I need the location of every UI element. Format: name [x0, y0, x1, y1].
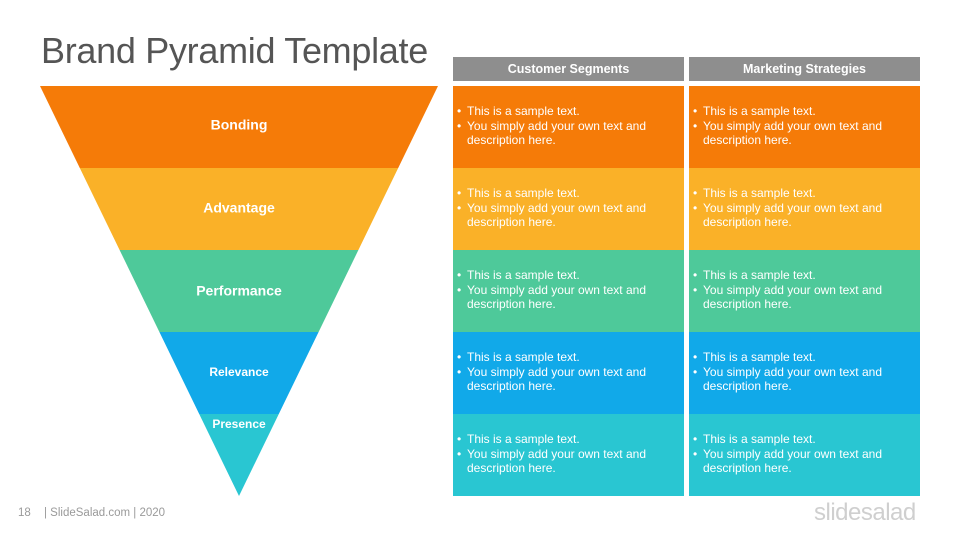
page-title: Brand Pyramid Template: [41, 30, 428, 71]
bullet-item: You simply add your own text and descrip…: [457, 283, 678, 312]
bullet-list: This is a sample text.You simply add you…: [689, 414, 920, 476]
bullet-list: This is a sample text.You simply add you…: [689, 250, 920, 312]
bullet-item: This is a sample text.: [693, 104, 914, 119]
footer: 18 | SlideSalad.com | 2020: [18, 507, 165, 519]
funnel-level-advantage: [79, 168, 399, 250]
table-cell: This is a sample text.You simply add you…: [453, 414, 684, 496]
brand-logo: slidesalad: [814, 499, 916, 526]
column-header-marketing-strategies: Marketing Strategies: [689, 57, 920, 81]
bullet-item: This is a sample text.: [693, 186, 914, 201]
funnel-label-presence: Presence: [212, 417, 266, 431]
funnel-level-bonding: [40, 86, 438, 168]
bullet-list: This is a sample text.You simply add you…: [689, 86, 920, 148]
funnel-label-advantage: Advantage: [203, 200, 275, 216]
bullet-item: You simply add your own text and descrip…: [693, 365, 914, 394]
funnel-level-relevance: [159, 332, 319, 414]
bullet-item: You simply add your own text and descrip…: [693, 119, 914, 148]
bullet-item: This is a sample text.: [457, 104, 678, 119]
bullet-list: This is a sample text.You simply add you…: [453, 86, 684, 148]
bullet-list: This is a sample text.You simply add you…: [689, 168, 920, 230]
funnel-level-performance: [119, 250, 359, 332]
bullet-item: This is a sample text.: [457, 350, 678, 365]
bullet-item: This is a sample text.: [457, 432, 678, 447]
bullet-item: This is a sample text.: [457, 268, 678, 283]
funnel-level-presence: [199, 414, 279, 496]
bullet-list: This is a sample text.You simply add you…: [453, 332, 684, 394]
bullet-item: You simply add your own text and descrip…: [457, 201, 678, 230]
table-cell: This is a sample text.You simply add you…: [453, 86, 684, 168]
bullet-item: This is a sample text.: [457, 186, 678, 201]
funnel-label-relevance: Relevance: [209, 365, 269, 379]
funnel-label-bonding: Bonding: [211, 117, 268, 133]
bullet-item: You simply add your own text and descrip…: [693, 283, 914, 312]
bullet-item: This is a sample text.: [693, 268, 914, 283]
table-cell: This is a sample text.You simply add you…: [689, 168, 920, 250]
bullet-list: This is a sample text.You simply add you…: [453, 250, 684, 312]
table-cell: This is a sample text.You simply add you…: [453, 332, 684, 414]
bullet-item: This is a sample text.: [693, 350, 914, 365]
table-cell: This is a sample text.You simply add you…: [689, 332, 920, 414]
bullet-item: You simply add your own text and descrip…: [693, 201, 914, 230]
bullet-list: This is a sample text.You simply add you…: [689, 332, 920, 394]
table-cell: This is a sample text.You simply add you…: [689, 250, 920, 332]
table-cell: This is a sample text.You simply add you…: [689, 86, 920, 168]
page-number: 18: [18, 507, 31, 519]
bullet-item: You simply add your own text and descrip…: [457, 365, 678, 394]
bullet-list: This is a sample text.You simply add you…: [453, 168, 684, 230]
bullet-item: You simply add your own text and descrip…: [457, 447, 678, 476]
funnel-label-performance: Performance: [196, 283, 282, 299]
bullet-item: This is a sample text.: [693, 432, 914, 447]
bullet-item: You simply add your own text and descrip…: [693, 447, 914, 476]
table-cell: This is a sample text.You simply add you…: [453, 250, 684, 332]
table-cell: This is a sample text.You simply add you…: [453, 168, 684, 250]
column-header-customer-segments: Customer Segments: [453, 57, 684, 81]
bullet-list: This is a sample text.You simply add you…: [453, 414, 684, 476]
footer-text: | SlideSalad.com | 2020: [44, 507, 166, 519]
bullet-item: You simply add your own text and descrip…: [457, 119, 678, 148]
table-cell: This is a sample text.You simply add you…: [689, 414, 920, 496]
